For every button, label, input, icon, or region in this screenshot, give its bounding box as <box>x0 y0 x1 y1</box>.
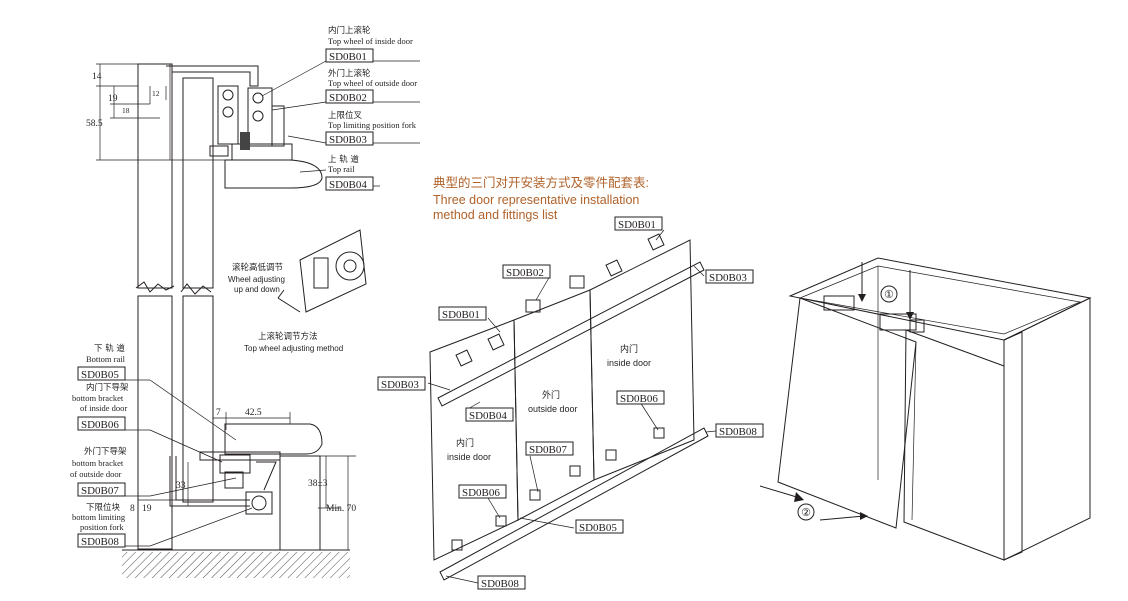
ex-b06a: SD0B06 <box>620 393 658 405</box>
b07-cn: 外门下导架 <box>84 446 127 457</box>
cabinet-side-panel-lower <box>137 295 173 550</box>
bottom-bracket-assembly <box>169 451 281 515</box>
b04-en: Top rail <box>328 164 355 174</box>
cabinet-door-right <box>903 329 1005 561</box>
ex-b01b: SD0B01 <box>618 219 656 231</box>
door-inner-right-en: inside door <box>607 358 651 368</box>
inside-door-left <box>429 319 519 561</box>
b05-cn: 下 轨 道 <box>94 343 125 354</box>
b08-code: SD0B08 <box>81 536 119 548</box>
floor-hatch <box>122 552 350 578</box>
door-inner-left-en: inside door <box>447 452 491 462</box>
cabinet-side-panel-upper <box>137 63 173 289</box>
exploded-bottom-rail <box>439 427 709 581</box>
ex-b02: SD0B02 <box>506 267 544 279</box>
b06-en1: bottom bracket <box>72 393 124 403</box>
step-1-marker: ① <box>884 288 894 301</box>
top-rail-profile <box>166 65 259 160</box>
ex-b04: SD0B04 <box>469 410 507 422</box>
b08-cn: 下限位块 <box>86 502 121 513</box>
b06-en2: of inside door <box>80 403 127 413</box>
break-mark-left <box>135 281 175 293</box>
title-en2: method and fittings list <box>433 208 558 222</box>
ex-b03b: SD0B03 <box>381 379 419 391</box>
bottom-rail-shelf <box>224 423 323 455</box>
ex-b01a: SD0B01 <box>442 309 480 321</box>
b05-code: SD0B05 <box>81 369 119 381</box>
cross-section: 14 19 12 18 58.5 7 42.5 38±3 33 8 19 Min… <box>70 25 420 578</box>
cabinet-right-side <box>1003 297 1091 561</box>
b07-en1: bottom bracket <box>72 458 124 468</box>
step-2-marker: ② <box>801 506 811 519</box>
top-wheel-assembly <box>209 85 293 161</box>
dim-14: 14 <box>92 72 102 82</box>
exploded-top-rail <box>437 261 705 407</box>
b08-en2: position fork <box>80 522 124 532</box>
ex-b08a: SD0B08 <box>719 426 757 438</box>
dimension-lines-bottom <box>138 412 356 550</box>
ex-b07: SD0B07 <box>529 444 567 456</box>
b04-cn: 上 轨 道 <box>328 154 359 165</box>
exploded-view <box>427 229 717 584</box>
b07-en2: of outside door <box>70 469 122 479</box>
b02-code: SD0B02 <box>329 92 367 104</box>
b04-code: SD0B04 <box>329 179 367 191</box>
b01-en: Top wheel of inside door <box>328 36 413 46</box>
dimension-lines-top <box>96 63 228 161</box>
b01-cn: 内门上滚轮 <box>328 25 371 36</box>
outside-door-panel-lower <box>182 295 214 503</box>
ex-b05: SD0B05 <box>579 522 617 534</box>
b06-code: SD0B06 <box>81 419 119 431</box>
b03-en: Top limiting position fork <box>328 120 417 130</box>
door-inner-left-cn: 内门 <box>456 437 474 448</box>
door-outer-cn: 外门 <box>542 389 560 400</box>
ex-b06b: SD0B06 <box>462 487 500 499</box>
dim-42-5: 42.5 <box>245 408 262 418</box>
cabinet-base <box>279 455 321 551</box>
dim-19: 19 <box>108 94 118 104</box>
b07-code: SD0B07 <box>81 485 119 497</box>
outside-door-panel-upper <box>182 77 214 289</box>
b03-code: SD0B03 <box>329 134 367 146</box>
b05-en: Bottom rail <box>86 354 126 364</box>
dim-18: 18 <box>122 106 130 115</box>
cabinet-top <box>788 257 1092 341</box>
top-rail-shelf <box>224 159 323 189</box>
dim-38: 38±3 <box>308 479 328 489</box>
title-en1: Three door representative installation <box>433 193 639 207</box>
b06-cn: 内门下导架 <box>86 382 129 393</box>
cabinet-door-left <box>777 297 917 529</box>
ex-b03a: SD0B03 <box>709 272 747 284</box>
b02-en: Top wheel of outside door <box>328 78 417 88</box>
dim-19-bottom: 19 <box>142 504 152 514</box>
cabinet-isometric <box>759 257 1092 561</box>
door-outer-en: outside door <box>528 404 578 414</box>
adjust-cn: 滚轮高低调节 <box>232 262 284 273</box>
break-mark-right <box>180 283 212 295</box>
dim-12: 12 <box>152 89 160 98</box>
b03-cn: 上限位叉 <box>328 110 363 121</box>
b02-cn: 外门上滚轮 <box>328 68 371 79</box>
title-cn: 典型的三门对开安装方式及零件配套表: <box>433 175 649 190</box>
adjust-method-en: Top wheel adjusting method <box>244 344 343 353</box>
adjust-method-cn: 上滚轮调节方法 <box>258 331 318 342</box>
wheel-adjust-inset <box>277 229 367 313</box>
dim-min-70: Min. 70 <box>326 504 356 514</box>
dim-7: 7 <box>216 408 221 418</box>
b08-en1: bottom limiting <box>72 512 126 522</box>
dim-58-5: 58.5 <box>86 119 103 129</box>
dim-33: 33 <box>176 481 186 491</box>
adjust-en2: up and down <box>234 285 280 294</box>
ex-b08b: SD0B08 <box>481 578 519 590</box>
door-inner-right-cn: 内门 <box>620 343 638 354</box>
b01-code: SD0B01 <box>329 51 367 63</box>
adjust-en1: Wheel adjusting <box>228 275 285 284</box>
dim-8: 8 <box>130 504 135 514</box>
